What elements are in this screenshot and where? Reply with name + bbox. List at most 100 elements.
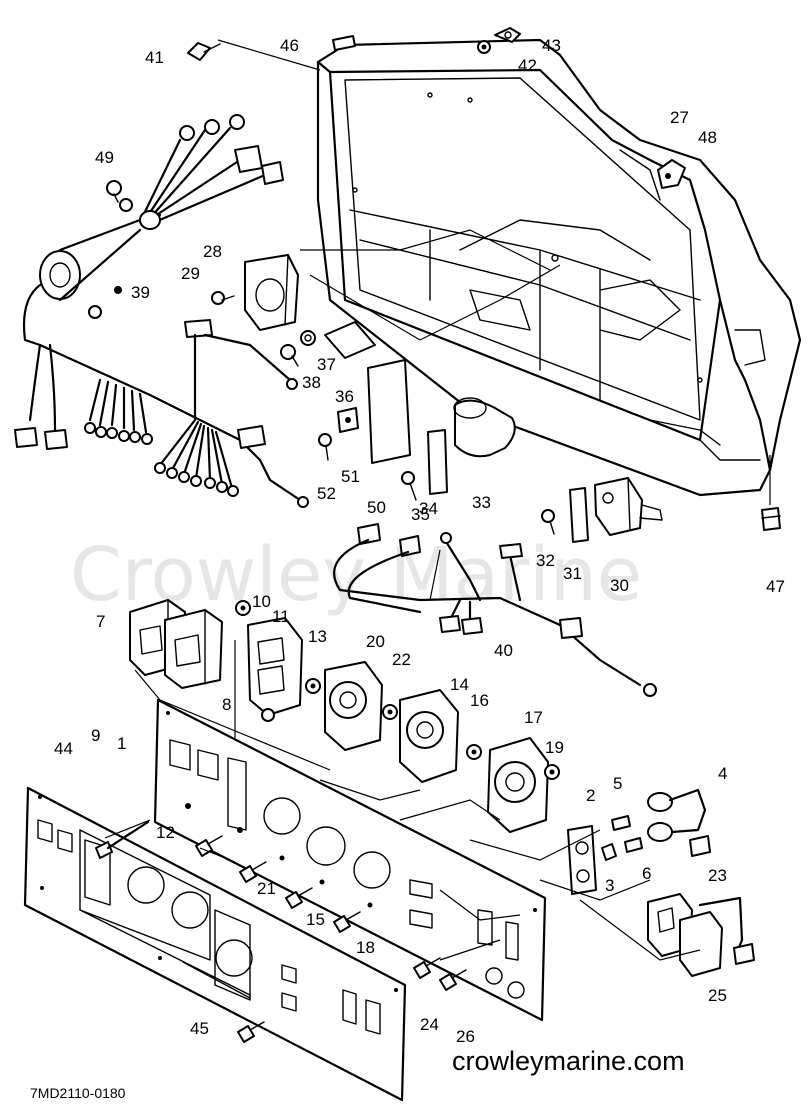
part-49-screw [106, 180, 122, 203]
part-52-screw [318, 433, 332, 461]
part-26-screw [439, 969, 467, 991]
callout-3: 3 [605, 876, 614, 895]
callout-19: 19 [545, 738, 564, 757]
callout-46: 46 [280, 36, 299, 55]
callout-13: 13 [308, 627, 327, 646]
callout-28: 28 [203, 242, 222, 261]
part-24-screw [413, 957, 441, 979]
part-25-switch [679, 896, 755, 977]
callout-31: 31 [563, 564, 582, 583]
site-url[interactable]: crowleymarine.com [452, 1046, 685, 1076]
part-50-plate [300, 229, 561, 464]
callout-51: 51 [341, 467, 360, 486]
callout-23: 23 [708, 866, 727, 885]
part-29-screw [211, 291, 235, 305]
part-21-screw [239, 861, 267, 883]
callout-18: 18 [356, 938, 375, 957]
part-15-screw [285, 887, 313, 909]
part-2-plate [567, 825, 597, 895]
callout-24: 24 [420, 1015, 439, 1034]
callout-42: 42 [518, 56, 537, 75]
callout-1: 1 [117, 734, 126, 753]
part-42-nut [477, 40, 491, 54]
part-51-clip [337, 407, 359, 433]
part-35-screw [401, 471, 417, 501]
callout-41: 41 [145, 48, 164, 67]
callout-37: 37 [317, 355, 336, 374]
part-18-screw [333, 911, 361, 933]
part-4-indicator [647, 788, 711, 857]
callout-30: 30 [610, 576, 629, 595]
callout-35: 35 [411, 505, 430, 524]
part-22-nut [382, 704, 398, 720]
callout-17: 17 [524, 708, 543, 727]
part-41-screw [187, 39, 321, 71]
part-3-lamp [601, 843, 617, 861]
part-44-front-panel [23, 786, 407, 1102]
callout-44: 44 [54, 739, 73, 758]
part-17-receptacle [487, 737, 549, 833]
callout-49: 49 [95, 148, 114, 167]
callout-7: 7 [96, 612, 105, 631]
callout-22: 22 [392, 650, 411, 669]
callout-16: 16 [470, 691, 489, 710]
part-32-screw [541, 509, 555, 535]
part-20-receptacle [324, 661, 383, 751]
callout-40: 40 [494, 641, 513, 660]
callout-25: 25 [708, 986, 727, 1005]
callout-47: 47 [766, 577, 785, 596]
callout-29: 29 [181, 264, 200, 283]
callout-39: 39 [131, 283, 150, 302]
callout-14: 14 [450, 675, 469, 694]
callout-2: 2 [586, 786, 595, 805]
callout-48: 48 [698, 128, 717, 147]
part-33-capacitor [453, 397, 516, 458]
callout-26: 26 [456, 1027, 475, 1046]
part-10-nut [235, 600, 251, 616]
part-12-screw [195, 835, 223, 857]
callout-20: 20 [366, 632, 385, 651]
callout-43: 43 [542, 36, 561, 55]
part-6-lens [624, 837, 643, 853]
part-43-clip [494, 27, 521, 43]
callout-6: 6 [642, 864, 651, 883]
diagram-code: 7MD2110-0180 [30, 1085, 126, 1101]
callout-38: 38 [302, 373, 321, 392]
assembly-guide-lines [104, 549, 701, 961]
part-39-harness [14, 114, 309, 508]
part-11-gfci-outlet [247, 617, 303, 722]
part-1-backing-plate [153, 698, 547, 1022]
callout-10: 10 [252, 592, 271, 611]
callout-labels: 1 2 3 4 5 6 7 8 9 10 11 12 13 14 15 16 1… [54, 36, 785, 1046]
part-38-screw [280, 344, 299, 367]
callout-50: 50 [367, 498, 386, 517]
part-13-nut [305, 678, 321, 694]
callout-11: 11 [272, 607, 290, 626]
callout-34: 34 [419, 499, 438, 518]
part-40-harness [333, 523, 657, 697]
part-14-receptacle [399, 689, 459, 783]
callout-5: 5 [613, 774, 622, 793]
callout-15: 15 [306, 910, 325, 929]
callout-21: 21 [257, 879, 276, 898]
callout-45: 45 [190, 1019, 209, 1038]
part-8-switch [164, 609, 223, 689]
part-28-relay [244, 254, 299, 331]
part-31-bracket [569, 487, 589, 543]
callout-32: 32 [536, 551, 555, 570]
callout-12: 12 [156, 823, 175, 842]
callout-36: 36 [335, 387, 354, 406]
part-45-screw [237, 1021, 265, 1043]
part-19-nut [544, 764, 560, 780]
part-9-screw [95, 820, 150, 859]
part-16-nut [466, 744, 482, 760]
part-30-breaker [594, 477, 663, 536]
callout-27: 27 [670, 108, 689, 127]
part-5-lens [611, 815, 631, 831]
part-47-bushing [761, 455, 781, 531]
part-36-plate [324, 321, 376, 359]
part-48-grommet [657, 159, 686, 189]
part-37-washer [300, 330, 316, 346]
part-46-label [332, 35, 356, 51]
